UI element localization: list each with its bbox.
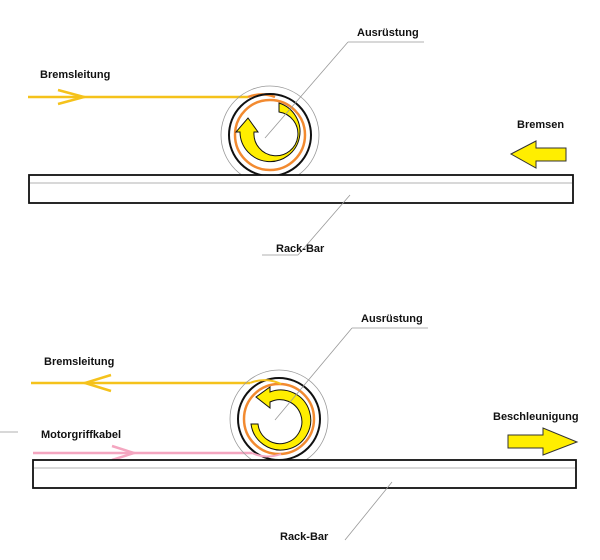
brake-line-label: Bremsleitung	[40, 69, 110, 81]
motion-label: Bremsen	[517, 119, 564, 131]
rack-bar	[28, 174, 574, 204]
rack-bar-label: Rack-Bar	[280, 531, 329, 543]
gear-leader-line	[274, 327, 353, 421]
gear	[220, 85, 320, 185]
rack-bar-leader-line	[297, 194, 351, 256]
gear-leader-line	[264, 41, 349, 139]
motor-cable-arrowhead-right	[111, 444, 139, 462]
motion-arrow-right-icon	[507, 427, 579, 456]
brake-line-arrowhead-left	[80, 373, 112, 393]
panel-acceleration: Bremsleitung Motorgriffkabel Ausrüstung …	[0, 313, 579, 543]
gear-label: Ausrüstung	[361, 313, 423, 325]
brake-line-arrowhead-right	[57, 88, 89, 106]
rotation-arrow-icon	[234, 102, 301, 163]
motion-arrow-left-icon	[509, 140, 567, 169]
rack-bar	[32, 459, 577, 489]
motion-label: Beschleunigung	[493, 411, 579, 423]
panel-braking: Bremsleitung Ausrüstung Rack-Bar Bremsen	[28, 27, 574, 256]
gear	[229, 369, 329, 469]
gear-drum	[233, 98, 307, 172]
rack-bar-leader-line	[344, 481, 393, 541]
gear-label: Ausrüstung	[357, 27, 419, 39]
rack-bar-label: Rack-Bar	[276, 243, 325, 255]
motor-cable-label: Motorgriffkabel	[41, 429, 121, 441]
rotation-arrow-icon	[250, 386, 312, 451]
brake-line-label: Bremsleitung	[44, 356, 114, 368]
